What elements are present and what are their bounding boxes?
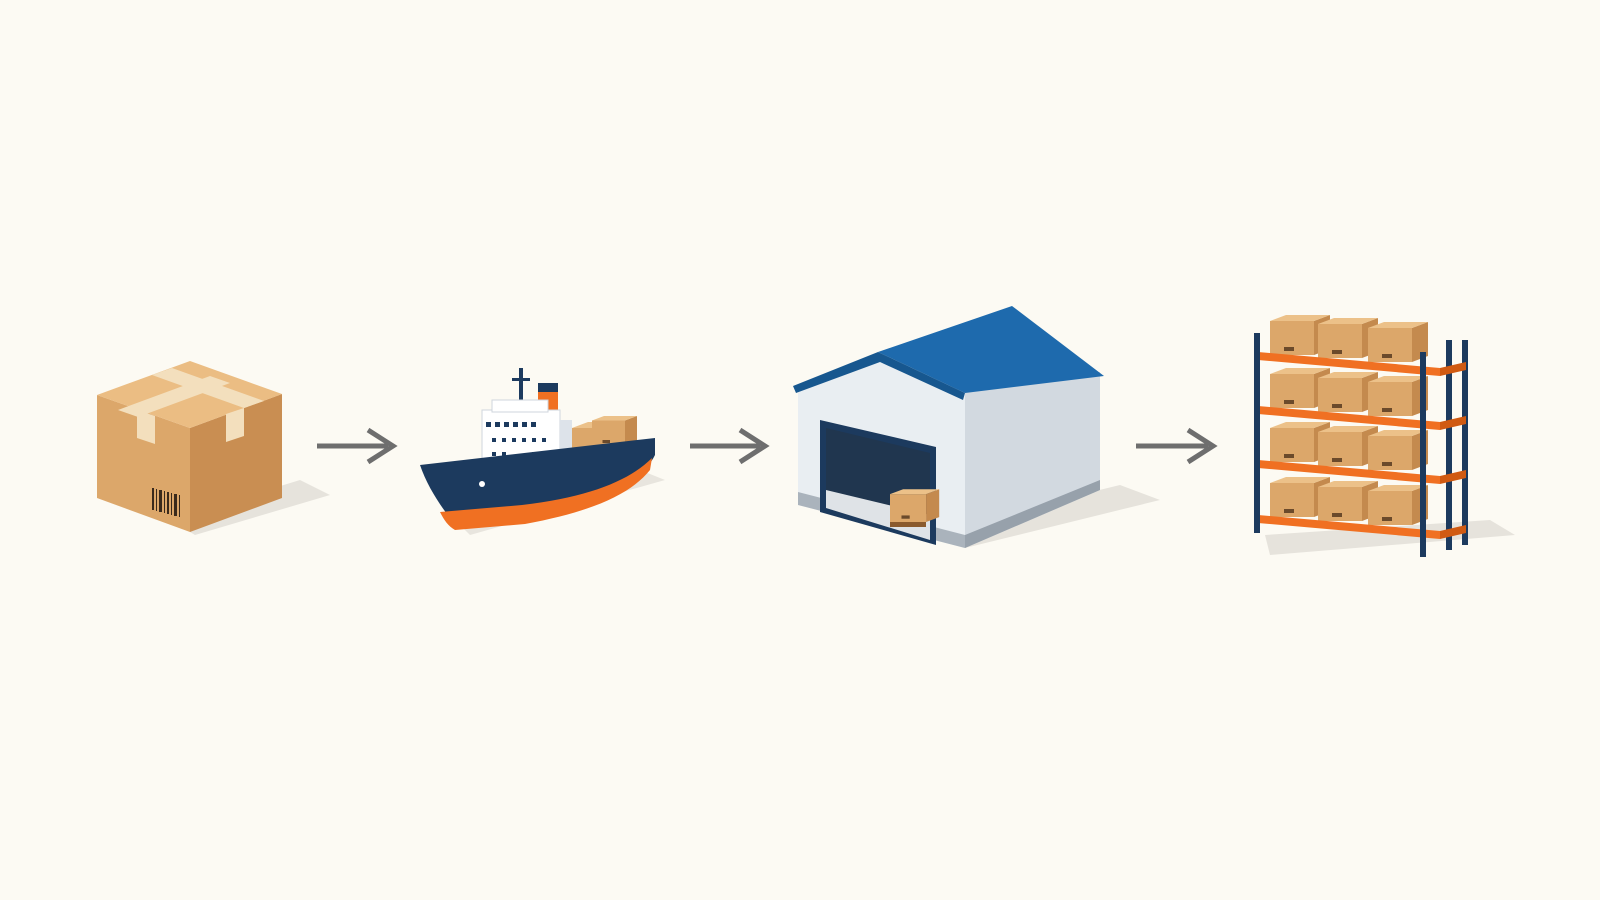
barcode-icon [152,488,180,517]
storage-shelf-icon [1254,315,1515,557]
cardboard-box-icon [97,361,330,535]
warehouse-icon [793,306,1160,548]
arrow-right-icon [1136,427,1218,465]
arrow-right-icon [690,427,770,465]
arrow-right-icon [317,427,398,465]
cargo-ship-icon [420,368,665,535]
